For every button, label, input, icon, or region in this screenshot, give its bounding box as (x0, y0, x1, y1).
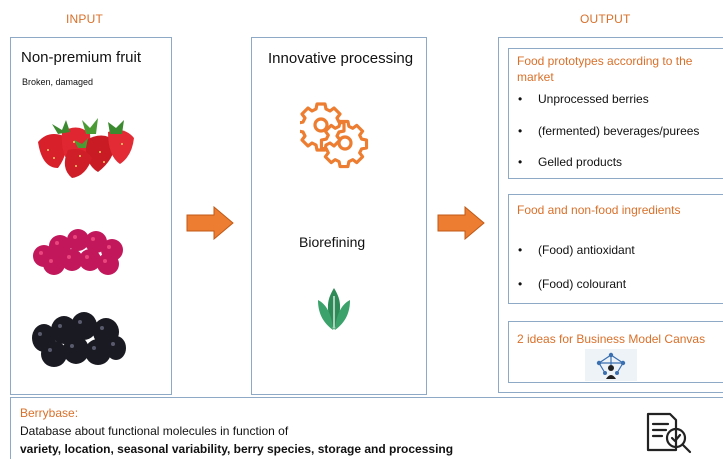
output-group-business-model: 2 ideas for Business Model Canvas (508, 321, 723, 383)
output-header: OUTPUT (580, 12, 631, 26)
list-item-label: Gelled products (538, 155, 623, 169)
list-item-label: Unprocessed berries (538, 92, 649, 106)
leaf-icon (318, 288, 350, 330)
list-item-label: (fermented) beverages/purees (538, 124, 700, 138)
output-group-food-prototypes: Food prototypes according to the market … (508, 48, 723, 179)
arrow-right-icon (186, 206, 234, 240)
raspberries-image (33, 229, 123, 275)
blackberries-image (32, 312, 126, 367)
gears-icon (300, 102, 369, 169)
output-group-ingredients: Food and non-food ingredients •(Food) an… (508, 194, 723, 304)
strawberries-image (38, 118, 134, 178)
network-person-icon (585, 349, 637, 381)
processing-label: Biorefining (299, 234, 366, 250)
list-item: •(Food) antioxidant (518, 243, 635, 257)
output-group-title: Food and non-food ingredients (517, 203, 681, 217)
list-item-label: (Food) antioxidant (538, 243, 635, 257)
output-group-title: Food prototypes according to the market (517, 54, 693, 84)
berrybase-criteria: variety, location, seasonal variability,… (20, 442, 454, 456)
berrybase-description: Database about functional molecules in f… (20, 424, 289, 438)
processing-title: Innovative processing (268, 50, 414, 67)
list-item: •(fermented) beverages/purees (518, 124, 700, 138)
berrybase-title: Berrybase: (20, 406, 79, 420)
arrow-right-icon (437, 206, 485, 240)
input-subtitle: Broken, damaged (22, 77, 94, 87)
input-header: INPUT (66, 12, 103, 26)
input-title: Non-premium fruit (21, 49, 142, 66)
document-search-icon (646, 412, 692, 454)
berrybase-box: Berrybase: Database about functional mol… (10, 397, 723, 459)
list-item: •Unprocessed berries (518, 92, 649, 106)
output-group-title: 2 ideas for Business Model Canvas (517, 332, 706, 346)
processing-box: Innovative processing Biorefining (251, 37, 427, 395)
list-item-label: (Food) colourant (538, 277, 627, 291)
list-item: •(Food) colourant (518, 277, 627, 291)
list-item: •Gelled products (518, 155, 623, 169)
